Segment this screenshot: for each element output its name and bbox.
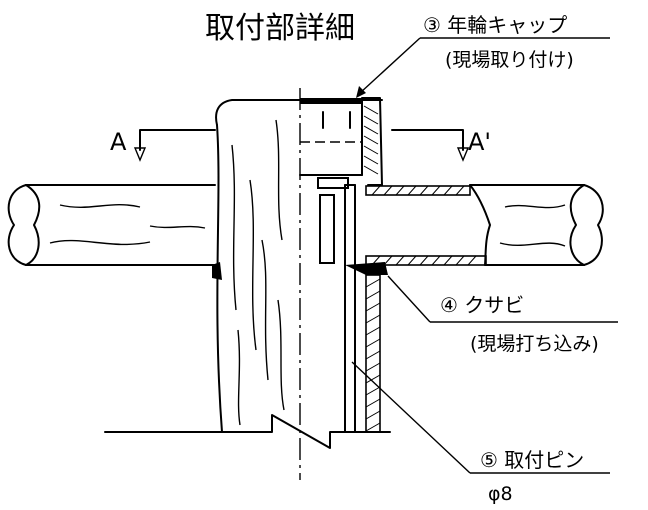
pin-diameter: φ8 (488, 483, 513, 505)
vertical-post (215, 99, 301, 433)
ground-line (104, 414, 391, 449)
section-mark-left: A (110, 128, 127, 156)
horizontal-sleeve (365, 185, 487, 266)
wedge-leader (387, 275, 618, 323)
post-section-right (299, 99, 383, 176)
right-log (469, 184, 604, 266)
wedge-note: (現場打ち込み) (470, 333, 599, 355)
section-line-right (391, 129, 470, 162)
section-line-left (133, 129, 216, 162)
cap-hatch (363, 105, 379, 175)
mounting-pin (344, 184, 356, 433)
section-mark-right: A' (468, 128, 491, 156)
ring-cap (300, 97, 383, 186)
bracket-flange (317, 177, 349, 264)
drawing-title: 取付部詳細 (205, 11, 355, 46)
pin-leader (351, 361, 610, 474)
cap-leader (356, 37, 610, 98)
wedge (212, 262, 388, 280)
vertical-plate (365, 274, 381, 433)
wedge-label: ④ クサビ (440, 293, 524, 317)
pin-label: ⑤ 取付ピン (480, 448, 584, 472)
cap-label: ③ 年輪キャップ (423, 13, 567, 37)
left-log (7, 184, 216, 266)
cap-note: (現場取り付け) (445, 49, 574, 71)
